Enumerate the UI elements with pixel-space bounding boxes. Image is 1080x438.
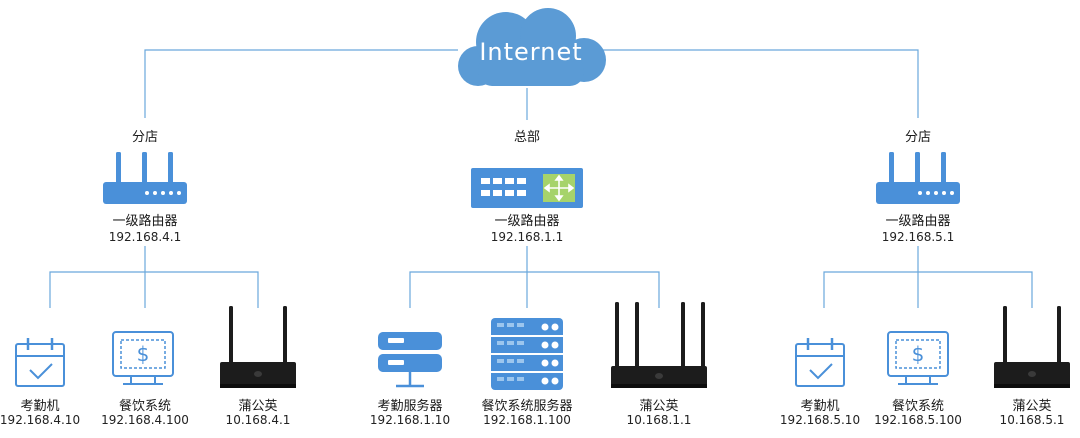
device-ip: 10.168.1.1 [626, 413, 692, 427]
hq-router-ip: 192.168.1.1 [490, 230, 564, 244]
device-name: 考勤机 [800, 399, 840, 414]
device-name: 考勤服务器 [377, 399, 443, 414]
hq-router-name: 一级路由器 [494, 214, 560, 229]
device-ip: 10.168.5.1 [999, 413, 1065, 427]
device-ip: 192.168.4.10 [0, 413, 81, 427]
device-ip: 192.168.5.100 [874, 413, 962, 427]
device-name: 蒲公英 [1012, 399, 1052, 414]
branch-left-router-name: 一级路由器 [112, 214, 178, 229]
pgy-router-icon [994, 306, 1070, 388]
device-ip: 192.168.5.10 [779, 413, 861, 427]
connection-lines [49, 49, 1033, 308]
device-ip: 192.168.1.100 [483, 413, 571, 427]
server-icon [376, 330, 444, 388]
device-name: 蒲公英 [639, 399, 679, 414]
device-name: 考勤机 [20, 399, 60, 414]
pos-terminal-icon [112, 331, 174, 385]
network-switch-icon [470, 167, 584, 209]
device-name: 餐饮系统 [891, 399, 945, 414]
branch-left-router-ip: 192.168.4.1 [108, 230, 182, 244]
server-rack-icon [490, 317, 564, 391]
device-ip: 192.168.1.10 [369, 413, 451, 427]
internet-cloud-icon [458, 8, 606, 86]
attendance-calendar-icon [794, 336, 846, 388]
branch-right-router-ip: 192.168.5.1 [881, 230, 955, 244]
device-name: 蒲公英 [238, 399, 278, 414]
pgy-router-large-icon [611, 302, 707, 388]
branch-right-router-name: 一级路由器 [885, 214, 951, 229]
branch-right-router-icon [876, 152, 960, 204]
device-ip: 10.168.4.1 [225, 413, 291, 427]
device-name: 餐饮系统服务器 [481, 399, 573, 414]
pos-terminal-icon [887, 331, 949, 385]
internet-label: Internet [479, 38, 582, 66]
attendance-calendar-icon [14, 336, 66, 388]
hq-location: 总部 [513, 130, 541, 145]
branch-left-location: 分店 [131, 130, 159, 145]
pgy-router-icon [220, 306, 296, 388]
branch-right-location: 分店 [904, 130, 932, 145]
device-name: 餐饮系统 [118, 399, 172, 414]
device-ip: 192.168.4.100 [101, 413, 189, 427]
branch-left-router-icon [103, 152, 187, 204]
